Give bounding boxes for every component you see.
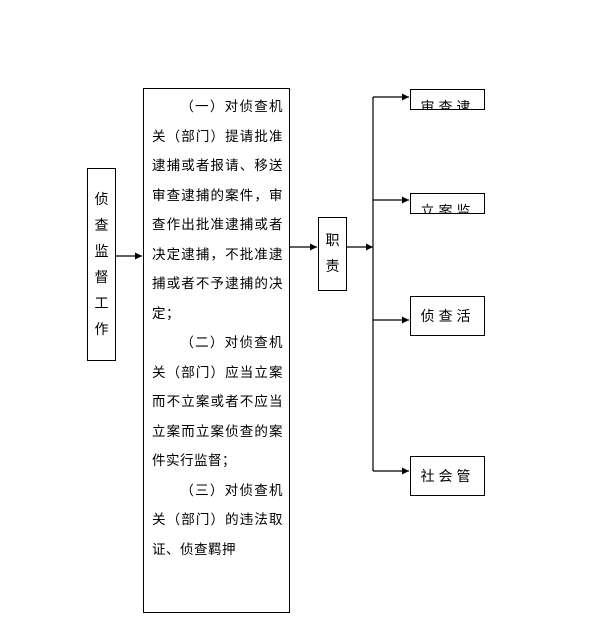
review-arrest-box: 审查逮 xyxy=(410,89,485,110)
duty-paragraph-2: （二）对侦查机关（部门）应当立案而不立案或者不应当立案而立案侦查的案件实行监督； xyxy=(152,335,283,469)
duty-box: 职 责 xyxy=(318,217,347,291)
duties-description-box: （一）对侦查机关（部门）提请批准逮捕或者报请、移送审查逮捕的案件，审查作出批准逮… xyxy=(143,88,290,613)
duty-paragraph-1: （一）对侦查机关（部门）提请批准逮捕或者报请、移送审查逮捕的案件，审查作出批准逮… xyxy=(152,99,283,322)
left-box-char: 监 xyxy=(94,243,109,260)
investigation-supervision-box: 侦 查 监 督 工 作 xyxy=(87,168,116,361)
case-filing-supervision-box: 立案监 xyxy=(410,193,485,214)
social-management-box: 社会管 xyxy=(410,456,485,496)
review-arrest-label: 审查逮 xyxy=(420,100,475,110)
duty-box-char: 职 xyxy=(325,233,340,249)
duty-box-char: 责 xyxy=(325,259,340,275)
left-box-char: 查 xyxy=(94,217,109,234)
left-box-char: 督 xyxy=(94,269,109,286)
left-box-char: 侦 xyxy=(94,191,109,208)
left-box-char: 工 xyxy=(94,295,109,312)
investigation-activity-label: 侦查活 xyxy=(420,309,475,325)
case-filing-supervision-label: 立案监 xyxy=(420,204,475,214)
left-box-char: 作 xyxy=(94,321,109,338)
investigation-activity-box: 侦查活 xyxy=(410,296,485,336)
social-management-label: 社会管 xyxy=(420,469,475,485)
duty-paragraph-3: （三）对侦查机关（部门）的违法取证、侦查羁押 xyxy=(152,482,283,558)
